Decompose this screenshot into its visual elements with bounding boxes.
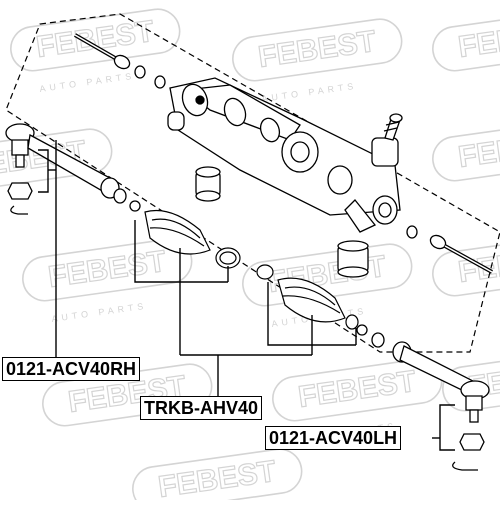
part-label-lh: 0121-ACV40LH [265,426,402,450]
tie-rod-end-rh [5,123,120,215]
steering-boot-lh [256,264,359,330]
svg-text:FEBEST: FEBEST [456,125,500,174]
leader-lines [38,140,455,451]
watermark-logo: FEBEST [132,448,303,505]
tie-rod-end-lh [392,341,490,471]
rack-housing [167,77,403,233]
svg-text:AUTO PARTS: AUTO PARTS [261,81,358,104]
rack-bushing-right [337,240,369,278]
rack-bushing-left [195,166,221,202]
rack-nut [406,225,418,239]
inner-tie-rod-upper [74,33,166,89]
inner-tie-rod-lower [429,234,493,274]
watermark-logo: FEBEST [232,18,403,82]
lh-nut-and-washer [356,324,385,348]
watermark-logo: FEBEST [432,118,500,182]
rh-nut-and-washer [113,188,141,212]
svg-text:FEBEST: FEBEST [456,15,500,64]
svg-text:AUTO PARTS: AUTO PARTS [51,301,148,324]
svg-text:AUTO PARTS: AUTO PARTS [39,71,136,94]
steering-rack-assembly [74,33,493,278]
assembly-dashed-frame [5,13,500,353]
svg-text:FEBEST: FEBEST [156,455,278,500]
watermark-logo: FEBEST [432,8,500,72]
part-label-boot-kit: TRKB-AHV40 [140,396,263,420]
steering-boot-rh [144,209,241,269]
part-label-rh: 0121-ACV40RH [2,357,141,381]
